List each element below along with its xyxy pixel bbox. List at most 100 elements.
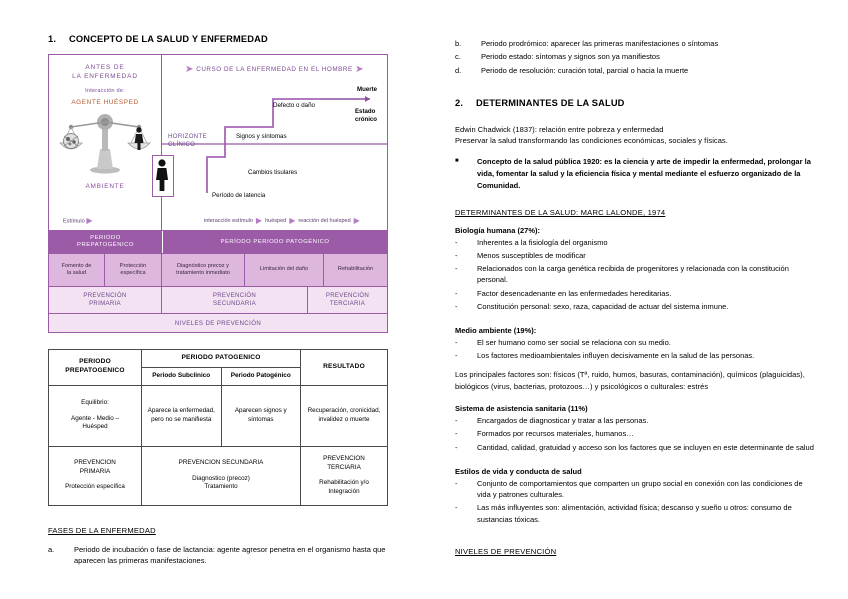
list-item: - Relacionados con la carga genética rec… xyxy=(455,263,817,286)
td-prev2-line3: Tratamiento xyxy=(204,483,238,491)
host-figure-box xyxy=(152,155,174,197)
section-1-number: 1. xyxy=(48,34,57,44)
prevention-secundaria: PREVENCIÓN SECUNDARIA xyxy=(162,287,308,313)
dash-marker-icon: - xyxy=(455,250,458,260)
list-item: - Los factores medioambientales influyen… xyxy=(455,350,817,362)
dash-marker-icon: - xyxy=(455,288,458,298)
list-item: a. Periodo de incubación o fase de lacta… xyxy=(48,544,400,567)
niveles-prevencion-heading: NIVELES DE PREVENCIÓN xyxy=(455,547,557,557)
section-1-title: CONCEPTO DE LA SALUD Y ENFERMEDAD xyxy=(69,34,268,44)
cell-gap-4 xyxy=(304,472,384,479)
spacer-after-diagram xyxy=(48,333,400,349)
table-row-states: Equilibrio: Agente - Medio – Huésped Apa… xyxy=(48,384,388,447)
estimulo-label: Estímulo ▶ xyxy=(63,217,92,225)
dash-marker-icon: - xyxy=(455,263,458,273)
dash-marker-icon: - xyxy=(455,429,458,439)
th-patogenico-sub: Periodo Patogénico xyxy=(220,366,301,386)
section-1-heading: 1. CONCEPTO DE LA SALUD Y ENFERMEDAD xyxy=(48,34,400,44)
dash-marker-icon: - xyxy=(455,301,458,311)
td-prev1-line2: PRIMARIA xyxy=(79,467,111,475)
band-actions: Fomento de la salud Protección específic… xyxy=(49,253,387,286)
antes-line1: ANTES DE xyxy=(85,64,125,71)
th-prepato-line2: PREPATOGENICO xyxy=(65,367,125,375)
determinant-1-item-0: El ser humano como ser social se relacio… xyxy=(477,337,671,347)
natural-history-disease-diagram: ANTES DE LA ENFERMEDAD Interacción de: A… xyxy=(48,54,388,333)
determinant-1-note-0: Los principales factores son: físicos (T… xyxy=(455,370,805,391)
determinant-2-title: Sistema de asistencia sanitaria (11%) xyxy=(455,404,588,414)
horizonte-line1: HORIZONTE xyxy=(168,133,208,140)
right-column: b. Periodo prodrómico: aparecer las prim… xyxy=(455,38,817,556)
spacer-after-table xyxy=(48,506,400,526)
band-prevention: PREVENCIÓN PRIMARIA PREVENCIÓN SECUNDARI… xyxy=(49,286,387,313)
list-item: - Inherentes a la fisiología del organis… xyxy=(455,237,817,249)
list-item: - Las más influyentes son: alimentación,… xyxy=(455,502,817,525)
th-prepatogenico: PERIODO PREPATOGENICO xyxy=(48,349,142,386)
prev-1-line1: PREVENCIÓN xyxy=(212,292,257,300)
determinant-0-title: Biología humana (27%): xyxy=(455,225,541,235)
estado-line1: Estado xyxy=(354,108,376,115)
determinant-2-list: - Encargados de diagnosticar y tratar a … xyxy=(455,415,817,453)
td-prevencion-secundaria: PREVENCION SECUNDARIA Diagnostico (preco… xyxy=(141,445,301,506)
action-rehabilitacion: Rehabilitación xyxy=(337,266,374,273)
spacer-determinant-1-2 xyxy=(455,392,817,404)
determinant-3-item-0: Conjunto de comportamientos que comparte… xyxy=(477,478,803,500)
determinant-2-item-1: Formados por recursos materiales, humano… xyxy=(477,429,634,439)
arrow-right-icon-2: ➤ xyxy=(355,64,365,75)
determinant-0-item-1: Menos susceptibles de modificar xyxy=(477,250,586,260)
action-0-line2: la salud xyxy=(66,270,87,276)
list-item: - El ser humano como ser social se relac… xyxy=(455,337,817,349)
band-prepato-line2: PREPATOGÉNICO xyxy=(77,242,134,248)
band-levels-of-prevention: NIVELES DE PREVENCIÓN xyxy=(49,313,387,332)
horizonte-line2: CLÍNICO xyxy=(168,141,196,149)
band-prepato-line1: PERIODO xyxy=(90,234,121,241)
td-equilibrio-line2: Agente - Medio – xyxy=(71,414,119,422)
spacer-before-section2 xyxy=(455,78,817,98)
seq-item-2: reacción del huésped xyxy=(298,218,351,224)
determinant-1-list: - El ser humano como ser social se relac… xyxy=(455,337,817,362)
salud-publica-text: Concepto de la salud pública 1920: es la… xyxy=(477,157,811,190)
determinant-2-item-2: Cantidad, calidad, gratuidad y acceso so… xyxy=(477,442,814,452)
td-prev3-line4: Integración xyxy=(328,487,360,495)
chadwick-line2: Preservar la salud transformando las con… xyxy=(455,136,728,146)
spacer-before-bullet xyxy=(455,147,817,156)
dash-marker-icon: - xyxy=(455,337,458,347)
action-2-line1: Diagnóstico precoz y xyxy=(177,262,229,269)
prev-2-line1: PREVENCIÓN xyxy=(325,292,370,300)
arrow-right-icon: ▶ xyxy=(86,216,93,225)
salud-publica-bullet-list: ■ Concepto de la salud pública 1920: es … xyxy=(455,156,817,192)
band-periods: PERIODO PREPATOGÉNICO PERÍODO PERIODO PA… xyxy=(49,230,387,253)
band-prepatogenico: PERIODO PREPATOGÉNICO xyxy=(49,231,163,253)
td-prevencion-terciaria: PREVENCION TERCIARIA Rehabilitación y/o … xyxy=(300,445,388,506)
action-1-line2: específica xyxy=(120,270,146,276)
estado-line2: crónico xyxy=(354,115,377,123)
estado-cronico-label: Estado crónico xyxy=(355,108,377,124)
list-item: - Encargados de diagnosticar y tratar a … xyxy=(455,415,817,427)
curso-enfermedad-text: CURSO DE LA ENFERMEDAD EN EL HOMBRE xyxy=(196,66,353,73)
prev-0-line1: PREVENCIÓN xyxy=(83,292,127,300)
fases-list-right: b. Periodo prodrómico: aparecer las prim… xyxy=(455,38,817,76)
determinant-0-item-4: Constitución personal: sexo, raza, capac… xyxy=(477,301,729,311)
section-2-title: DETERMINANTES DE LA SALUD xyxy=(476,97,625,108)
seq-item-0: interacción estímulo xyxy=(204,218,253,224)
td-equilibrio-line1: Equilibrio: xyxy=(81,399,109,407)
action-fomento-salud: Fomento de la salud xyxy=(49,254,105,286)
chadwick-line1: Edwin Chadwick (1837): relación entre po… xyxy=(455,124,664,134)
spacer-after-lalonde-heading xyxy=(455,217,817,226)
arrow-right-icon-4: ▶ xyxy=(289,216,296,225)
prev-0-line2: PRIMARIA xyxy=(89,300,121,307)
th-prepato-line1: PERIODO xyxy=(79,358,111,366)
section-2-number: 2. xyxy=(455,97,464,108)
td-equilibrio-line3: Huésped xyxy=(82,423,108,431)
action-2-line2: tratamiento inmediato xyxy=(176,270,230,276)
section-2-heading: 2. DETERMINANTES DE LA SALUD xyxy=(455,98,817,108)
chadwick-paragraph: Edwin Chadwick (1837): relación entre po… xyxy=(455,124,817,147)
td-aparece-enfermedad: Aparece la enfermedad, pero no se manifi… xyxy=(141,384,222,447)
person-icon xyxy=(156,159,168,191)
determinant-0-item-2: Relacionados con la carga genética recib… xyxy=(477,263,789,285)
lalonde-heading: DETERMINANTES DE LA SALUD: MARC LALONDE,… xyxy=(455,207,666,217)
td-prev3-line3: Rehabilitación y/o xyxy=(319,479,369,487)
cell-gap-3 xyxy=(145,468,297,475)
cell-gap-1 xyxy=(52,408,138,415)
determinant-3-title: Estilos de vida y conducta de salud xyxy=(455,466,582,476)
determinant-0-list: - Inherentes a la fisiología del organis… xyxy=(455,237,817,313)
